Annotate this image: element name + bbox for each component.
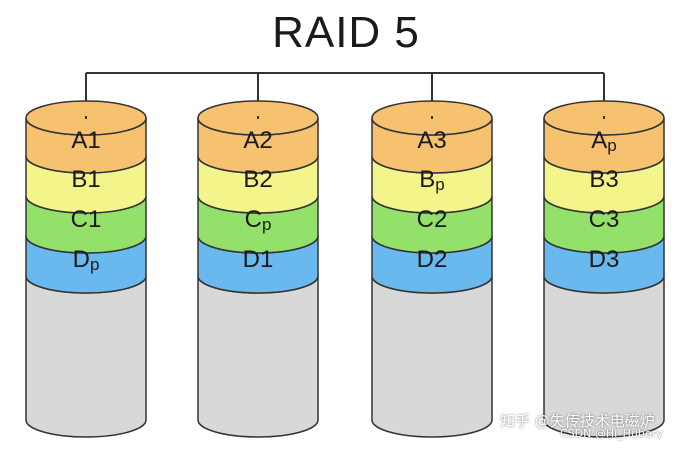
block-label-b-p: Bp [419,166,444,194]
block-label-d2: D2 [417,246,448,273]
block-label-main: C2 [417,206,448,233]
block-label-main: A3 [417,127,446,154]
watermark-zhihu: 知乎 @失传技术电磁炉 [500,412,655,430]
block-label-a2: A2 [243,127,272,154]
block-label-a-p: Ap [591,127,616,155]
block-label-b1: B1 [71,166,100,193]
block-label-d1: D1 [243,246,274,273]
block-label-main: D2 [417,246,448,273]
block-label-a3: A3 [417,127,446,154]
block-label-main: C1 [71,206,102,233]
block-label-main: B2 [243,166,272,193]
block-label-main: C [245,206,262,233]
disk-body [371,275,493,438]
block-label-a1: A1 [71,127,100,154]
block-label-b3: B3 [589,166,618,193]
disk-body [25,275,147,438]
block-label-main: A2 [243,127,272,154]
block-label-d3: D3 [589,246,620,273]
disk-body [197,275,319,438]
block-label-sub: p [90,255,99,274]
block-label-c1: C1 [71,206,102,233]
block-label-main: D3 [589,246,620,273]
block-label-sub: p [262,215,271,234]
block-label-sub: p [435,175,444,194]
block-label-main: A [591,127,607,154]
block-label-sub: p [607,136,616,155]
block-label-main: D1 [243,246,274,273]
block-label-c3: C3 [589,206,620,233]
block-label-main: B1 [71,166,100,193]
watermark-csdn: CSDN @Hi_Hubery [560,427,663,440]
block-label-main: A1 [71,127,100,154]
block-label-c-p: Cp [245,206,272,234]
block-label-main: B [419,166,435,193]
block-label-main: C3 [589,206,620,233]
diagram-title: RAID 5 [272,8,420,57]
connector-bus [85,72,605,118]
block-label-b2: B2 [243,166,272,193]
block-label-d-p: Dp [73,246,100,274]
block-label-main: D [73,246,90,273]
block-label-c2: C2 [417,206,448,233]
block-label-main: B3 [589,166,618,193]
